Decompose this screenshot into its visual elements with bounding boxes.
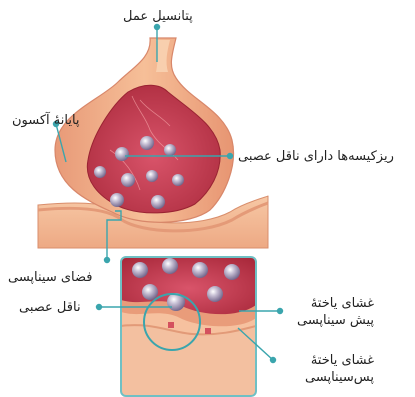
vesicle: [164, 144, 176, 156]
label-presynaptic-line1: غشای یاختهٔ: [282, 295, 374, 312]
label-action-potential: پتانسیل عمل: [123, 8, 193, 25]
vesicle: [224, 264, 240, 280]
vesicle: [192, 262, 208, 278]
label-postsynaptic-line2: پس‌سیناپسی: [282, 369, 374, 386]
vesicle: [94, 166, 106, 178]
vesicle: [151, 195, 165, 209]
zoom-inset: [121, 257, 256, 396]
receptor: [168, 322, 174, 328]
label-synaptic-space: فضای سیناپسی: [8, 269, 93, 286]
vesicle: [146, 170, 158, 182]
label-postsynaptic-line1: غشای یاختهٔ: [282, 352, 374, 369]
inset-postsynaptic: [121, 325, 256, 396]
vesicle: [140, 136, 154, 150]
vesicle: [207, 286, 223, 302]
vesicle: [132, 262, 148, 278]
label-presynaptic-membrane: غشای یاختهٔ پیش سیناپسی: [282, 295, 374, 329]
vesicle: [162, 258, 178, 274]
label-postsynaptic-membrane: غشای یاختهٔ پس‌سیناپسی: [282, 352, 374, 386]
vesicle: [110, 193, 124, 207]
label-axon-terminal: پایانهٔ آکسون: [12, 112, 80, 129]
vesicle: [115, 147, 129, 161]
label-presynaptic-line2: پیش سیناپسی: [282, 312, 374, 329]
vesicle: [142, 284, 158, 300]
label-vesicles: ریزکیسه‌ها دارای ناقل عصبی: [238, 148, 394, 165]
vesicle: [172, 174, 184, 186]
receptor: [205, 328, 211, 334]
vesicle: [121, 173, 135, 187]
label-neurotransmitter: ناقل عصبی: [19, 299, 81, 316]
